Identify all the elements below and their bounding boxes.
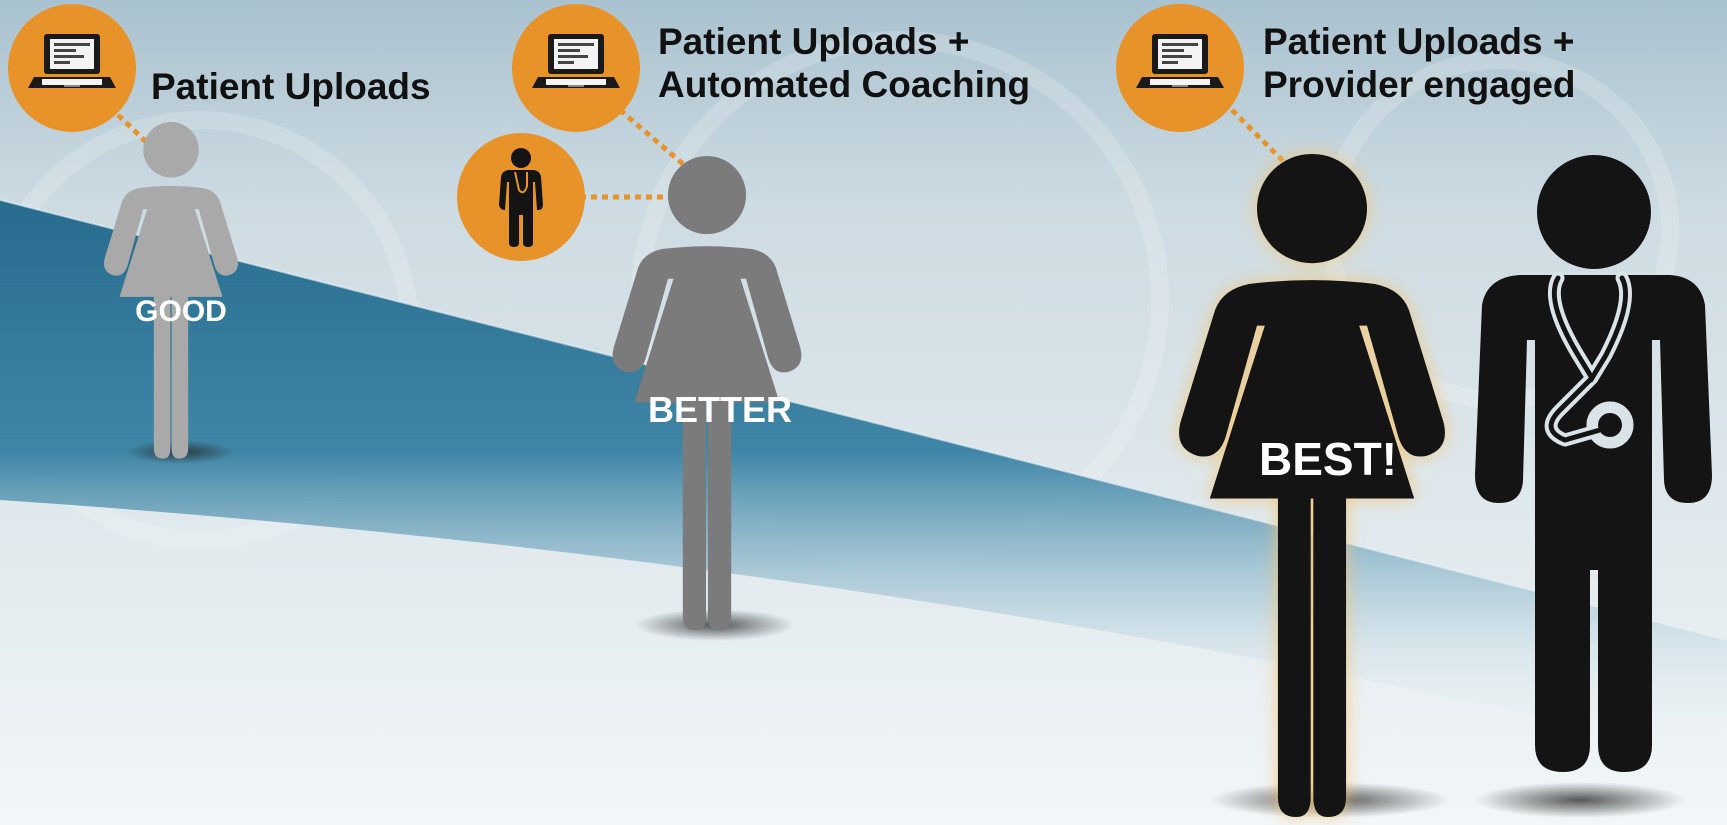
caption-stage-3: Patient Uploads + Provider engaged [1263,20,1576,106]
stage-best: BEST! [1116,4,1712,818]
stethoscope-core [1548,275,1629,443]
caption-stage-2: Patient Uploads + Automated Coaching [658,20,1030,106]
level-label-best: BEST! [1259,433,1397,485]
caption-stage-1: Patient Uploads [151,65,431,108]
level-label-better: BETTER [648,389,792,430]
laptop-badge-3 [1116,4,1244,132]
coach-badge [457,133,585,261]
caption-line: Patient Uploads + [658,21,970,62]
level-label-good: GOOD [135,295,227,328]
stage-better: BETTER [457,4,802,641]
doctor-figure [1475,155,1712,772]
laptop-badge-2 [512,4,640,132]
caption-line: Provider engaged [1263,64,1576,105]
figure-shadow [1475,782,1685,818]
stage-good: GOOD [8,4,238,464]
caption-line: Patient Uploads + [1263,21,1575,62]
caption-line: Automated Coaching [658,64,1031,105]
laptop-badge-1 [8,4,136,132]
coach-icon [499,148,543,247]
caption-line: Patient Uploads [151,66,431,107]
